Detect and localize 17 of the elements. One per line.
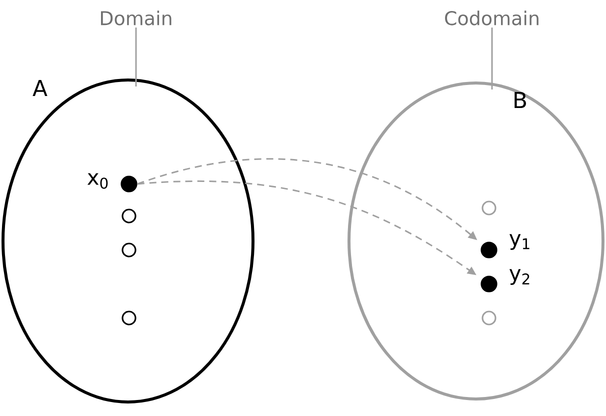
point-label: y$_{1}$ bbox=[510, 234, 530, 250]
point-marker bbox=[122, 310, 136, 326]
point-label: y$_{2}$ bbox=[510, 269, 530, 285]
set-label: B bbox=[514, 92, 526, 108]
point-marker bbox=[480, 242, 498, 258]
point-label: x$_{0}$ bbox=[87, 173, 108, 189]
set-label: A bbox=[32, 80, 48, 96]
point-marker bbox=[122, 208, 136, 224]
point-marker bbox=[482, 310, 496, 326]
point-marker bbox=[122, 242, 136, 258]
heading: Domain bbox=[101, 10, 172, 26]
leader-line bbox=[491, 28, 493, 90]
point-marker bbox=[480, 276, 498, 292]
point-marker bbox=[482, 200, 496, 216]
leader-line bbox=[135, 28, 137, 86]
point-marker bbox=[120, 176, 138, 192]
heading: Codomain bbox=[445, 10, 538, 26]
